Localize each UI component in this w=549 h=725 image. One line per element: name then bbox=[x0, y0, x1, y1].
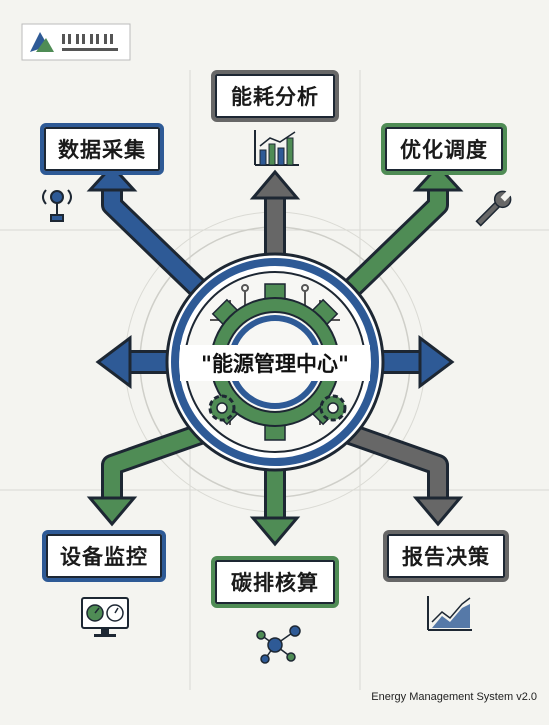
module-optimization[interactable]: 优化调度 bbox=[381, 123, 507, 175]
small-gear-left-icon bbox=[208, 394, 236, 422]
gauge-monitor-icon bbox=[81, 597, 129, 637]
module-energy-analysis-label: 能耗分析 bbox=[231, 85, 319, 109]
module-energy-analysis[interactable]: 能耗分析 bbox=[211, 70, 339, 122]
arrow-optimization bbox=[342, 163, 464, 298]
line-chart-icon bbox=[427, 596, 472, 631]
module-data-collection-label: 数据采集 bbox=[58, 138, 146, 162]
sensor-icon bbox=[42, 189, 72, 222]
small-gear-right-icon bbox=[319, 394, 347, 422]
arrow-reporting bbox=[346, 423, 464, 527]
module-data-collection[interactable]: 数据采集 bbox=[40, 123, 164, 175]
module-reporting-label: 报告决策 bbox=[402, 545, 490, 569]
logo-icon bbox=[21, 23, 131, 61]
module-equipment-monitoring-label: 设备监控 bbox=[60, 545, 148, 569]
module-equipment-monitoring[interactable]: 设备监控 bbox=[42, 530, 166, 582]
network-nodes-icon bbox=[256, 625, 301, 664]
wrench-icon bbox=[475, 190, 512, 227]
module-reporting[interactable]: 报告决策 bbox=[383, 530, 509, 582]
center-label: "能源管理中心" bbox=[180, 345, 370, 381]
bar-chart-icon bbox=[254, 130, 299, 166]
arrow-data-collection bbox=[86, 163, 208, 298]
version-label: Energy Management System v2.0 bbox=[371, 691, 537, 703]
module-carbon-accounting-label: 碳排核算 bbox=[231, 571, 319, 595]
module-carbon-accounting[interactable]: 碳排核算 bbox=[211, 556, 339, 608]
module-optimization-label: 优化调度 bbox=[400, 138, 488, 162]
arrow-equipment-monitoring bbox=[86, 423, 204, 527]
